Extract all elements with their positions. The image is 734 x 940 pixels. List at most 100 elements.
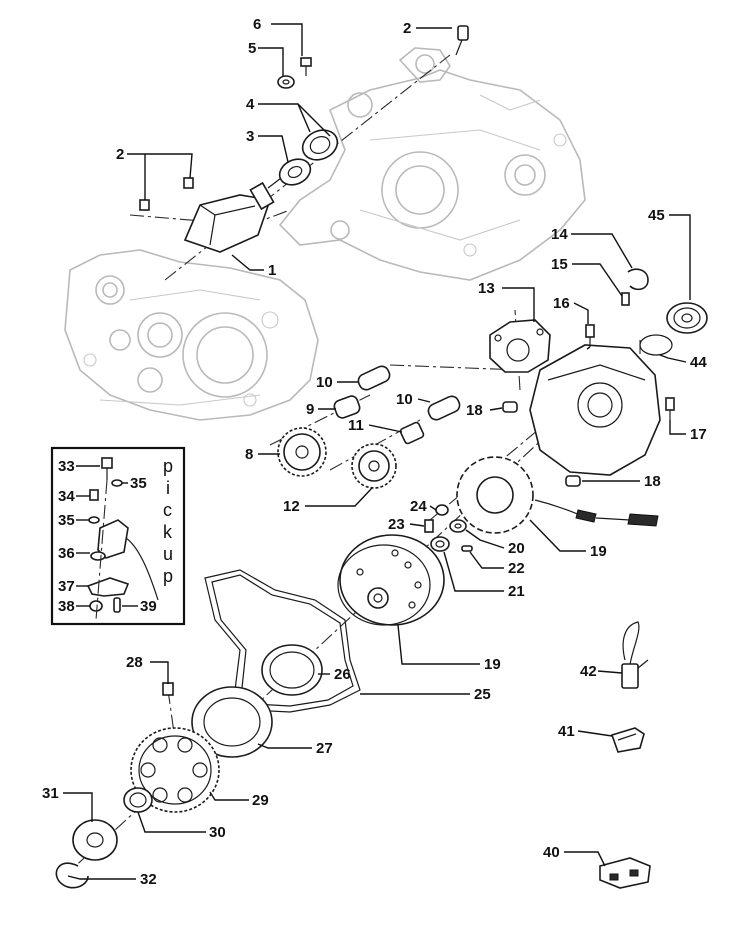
starter-gear-3 <box>278 158 312 186</box>
callout-2-left: 2 <box>116 146 124 163</box>
callout-22: 22 <box>508 560 525 577</box>
crankcase-left-half <box>64 249 319 421</box>
pickup-letter-5: u <box>163 544 173 564</box>
starter-clutch-27 <box>191 686 273 758</box>
bearing-11 <box>399 421 425 445</box>
callout-32: 32 <box>140 871 157 888</box>
callout-8: 8 <box>245 446 253 463</box>
callout-38: 38 <box>58 598 75 615</box>
callout-numbers: 6 5 2 4 3 2 1 14 45 15 13 16 44 10 10 9 … <box>42 16 707 888</box>
pickup-letter-3: c <box>163 500 172 520</box>
callout-28: 28 <box>126 654 143 671</box>
bolt-17 <box>665 397 675 420</box>
callout-42: 42 <box>580 663 597 680</box>
shaft-10-right <box>427 395 461 421</box>
bolt-23 <box>424 519 434 533</box>
callout-23: 23 <box>388 516 405 533</box>
callout-45: 45 <box>648 207 665 224</box>
washer-24 <box>435 504 449 516</box>
callout-1: 1 <box>268 262 276 279</box>
callout-18-upper: 18 <box>466 402 483 419</box>
bushing-9 <box>333 395 361 419</box>
regulator-40 <box>599 857 651 889</box>
callout-5: 5 <box>248 40 256 57</box>
callout-44: 44 <box>690 354 707 371</box>
callout-37: 37 <box>58 578 75 595</box>
key-22 <box>461 545 473 552</box>
callout-41: 41 <box>558 723 575 740</box>
callout-15: 15 <box>551 256 568 273</box>
circlip-32 <box>55 862 89 889</box>
callout-35-lower: 35 <box>58 512 75 529</box>
o-ring-44 <box>639 334 673 356</box>
bolts-2-left <box>139 177 194 211</box>
callout-12: 12 <box>283 498 300 515</box>
plug-45 <box>666 302 708 334</box>
washer-31 <box>72 819 118 861</box>
stator-19 <box>456 456 659 534</box>
flywheel-rotor-19 <box>337 534 445 626</box>
starter-gear-29 <box>130 727 220 813</box>
callout-4: 4 <box>246 96 255 113</box>
pickup-letter-2: i <box>166 478 170 498</box>
callout-19-flywheel: 19 <box>484 656 501 673</box>
callout-27: 27 <box>316 740 333 757</box>
ignition-coil-42 <box>621 621 649 689</box>
callout-31: 31 <box>42 785 59 802</box>
callout-39: 39 <box>140 598 157 615</box>
leader-lines <box>63 23 691 880</box>
callout-13: 13 <box>478 280 495 297</box>
starter-motor <box>183 174 286 253</box>
callout-21: 21 <box>508 583 525 600</box>
pickup-bolt-33 <box>101 457 113 480</box>
clip-14 <box>627 268 649 291</box>
bolt-15 <box>621 292 630 306</box>
callout-17: 17 <box>690 426 707 443</box>
callout-40: 40 <box>543 844 560 861</box>
pickup-washer-35-top <box>111 479 123 487</box>
needle-bearing-30 <box>123 787 153 813</box>
callout-14: 14 <box>551 226 568 243</box>
relay-41 <box>610 727 645 753</box>
callout-24: 24 <box>410 498 427 515</box>
pickup-letter-4: k <box>163 522 173 542</box>
callout-20: 20 <box>508 540 525 557</box>
crankcase-right-half <box>278 47 586 281</box>
clutch-bearing-26 <box>261 644 323 696</box>
dowel-18-lower <box>565 475 581 487</box>
callout-30: 30 <box>209 824 226 841</box>
pickup-nut-38 <box>89 600 103 612</box>
dowel-18-upper <box>502 401 518 413</box>
callout-10-left: 10 <box>316 374 333 391</box>
callout-2-top: 2 <box>403 20 411 37</box>
callout-10-right: 10 <box>396 391 413 408</box>
bolt-16 <box>585 324 595 347</box>
pickup-sensor-36 <box>90 519 159 601</box>
callout-19-stator: 19 <box>590 543 607 560</box>
gasket-25 <box>204 569 361 713</box>
bushing-4 <box>301 129 339 161</box>
callout-6: 6 <box>253 16 261 33</box>
pickup-letter-1: p <box>163 456 173 476</box>
screws-28 <box>162 682 174 696</box>
shaft-10-left <box>357 365 391 391</box>
callout-35-top: 35 <box>130 475 147 492</box>
cover-gasket-13 <box>489 319 551 373</box>
pickup-inset: 33 35 34 35 36 37 38 39 p i c k u p <box>50 446 186 626</box>
washer-21 <box>430 536 450 552</box>
callout-9: 9 <box>306 401 314 418</box>
bolt-2-top <box>455 25 469 56</box>
generator-cover <box>529 344 661 476</box>
callout-29: 29 <box>252 792 269 809</box>
callout-16: 16 <box>553 295 570 312</box>
pickup-screw-34 <box>89 489 99 501</box>
pickup-pin-39 <box>113 597 121 613</box>
pickup-letter-6: p <box>163 566 173 586</box>
screw-6 <box>300 57 312 76</box>
callout-18-lower: 18 <box>644 473 661 490</box>
callout-25: 25 <box>474 686 491 703</box>
callout-33: 33 <box>58 458 75 475</box>
callout-26: 26 <box>334 666 351 683</box>
callout-34: 34 <box>58 488 75 505</box>
